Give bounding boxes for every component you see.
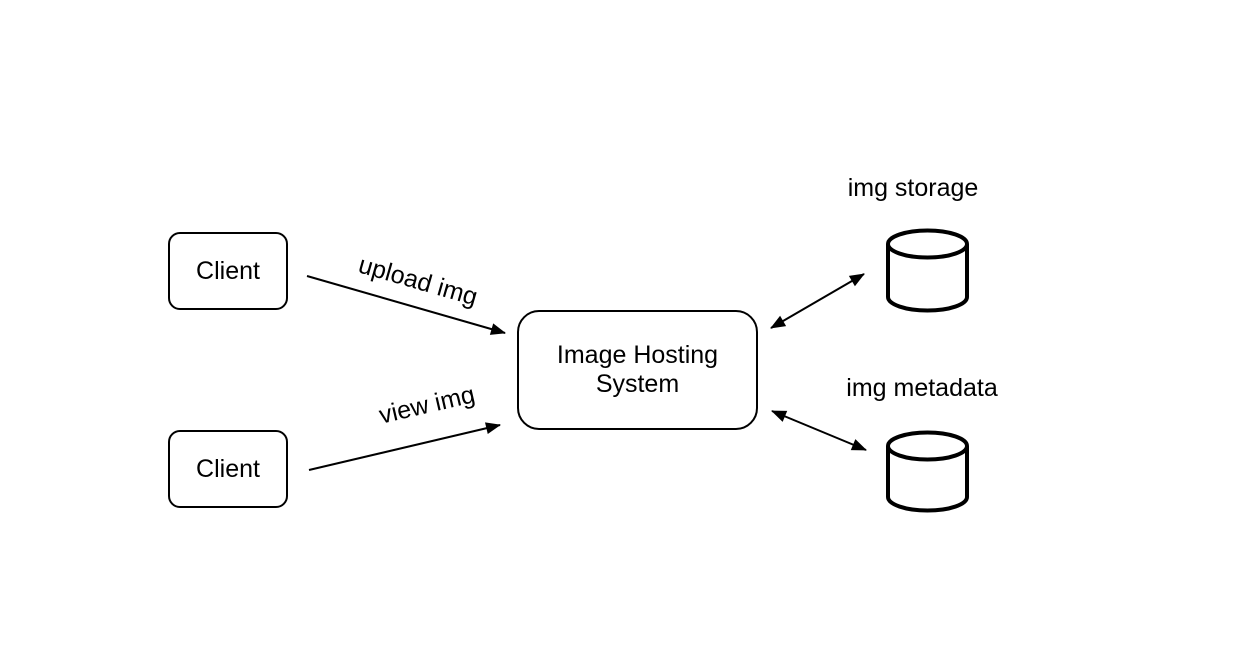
node-img-metadata-label: img metadata	[846, 374, 998, 402]
cylinder-body	[886, 446, 969, 513]
edge-system-metadata	[771, 410, 867, 451]
node-image-hosting-system: Image Hosting System	[517, 310, 758, 430]
database-cylinder-icon-img-storage	[886, 228, 969, 313]
cylinder-top	[886, 430, 969, 462]
node-client-bottom: Client	[168, 430, 288, 508]
database-cylinder-icon-img-metadata	[886, 430, 969, 513]
node-img-storage-label: img storage	[847, 174, 979, 202]
node-client-bottom-label: Client	[196, 454, 260, 483]
edge-view-img	[308, 422, 501, 471]
cylinder-body	[886, 244, 969, 313]
edge-system-storage	[770, 273, 865, 329]
node-client-top: Client	[168, 232, 288, 310]
node-image-hosting-system-label: Image Hosting System	[556, 341, 719, 398]
edge-upload-img	[306, 275, 506, 335]
cylinder-top	[886, 228, 969, 260]
node-client-top-label: Client	[196, 256, 260, 285]
